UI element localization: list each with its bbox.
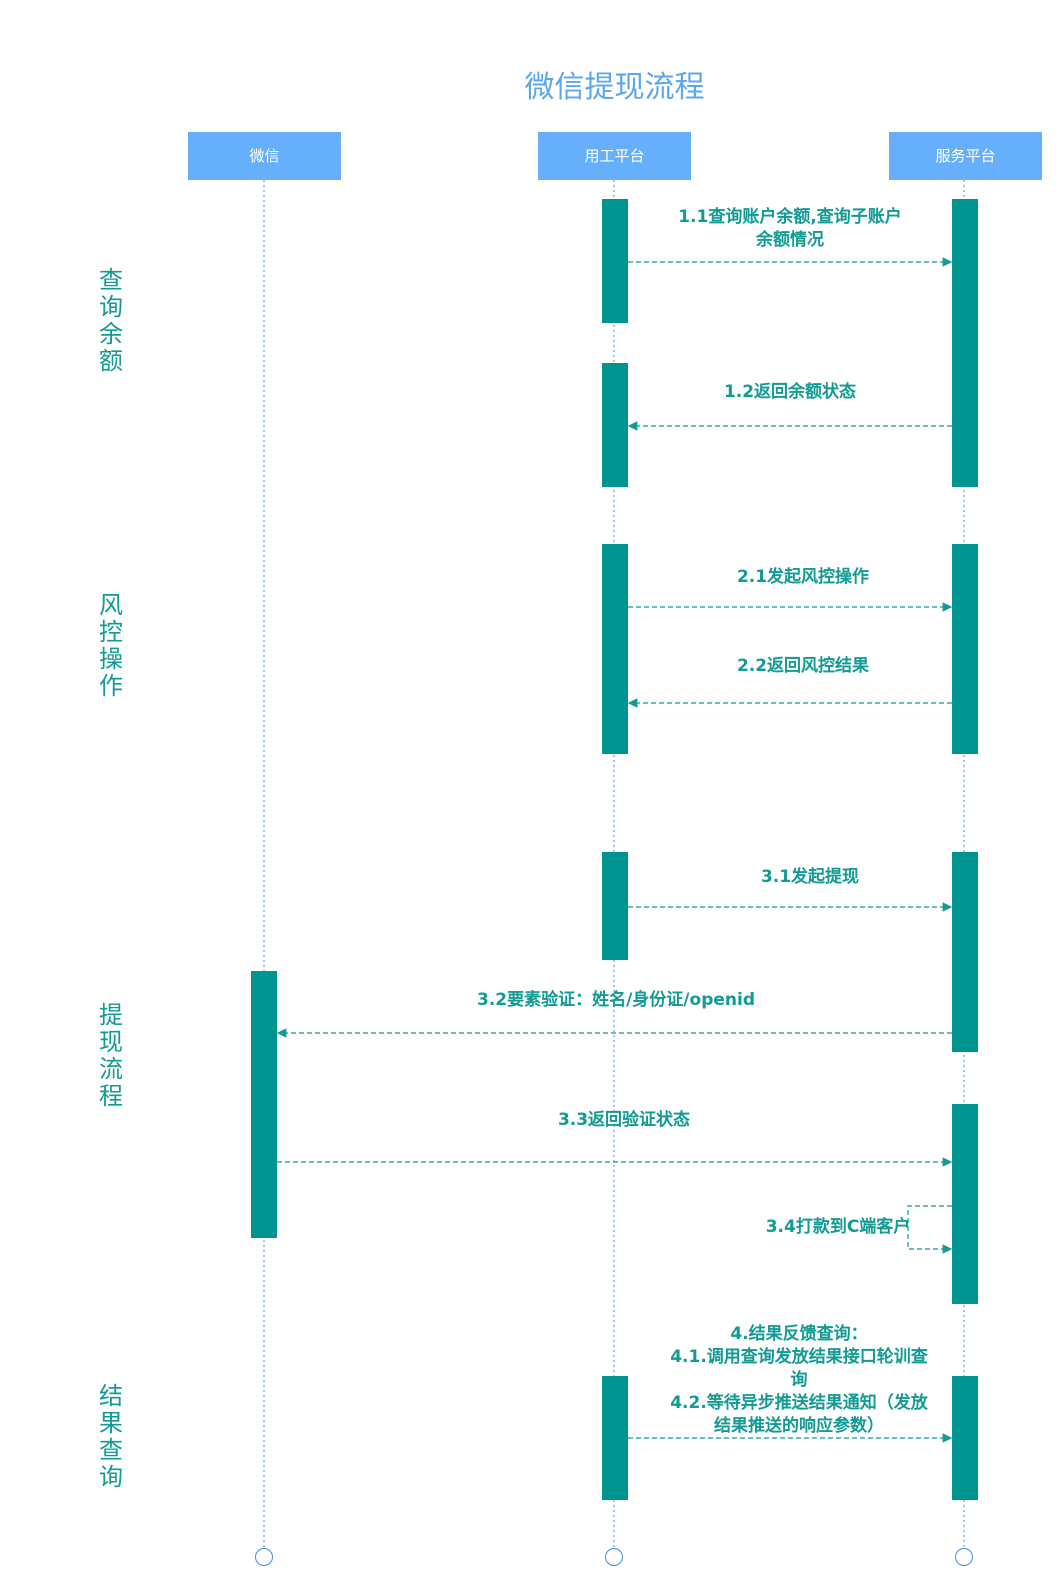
activation-bar [602, 199, 628, 323]
section-char: 余 [99, 320, 123, 348]
section-char: 查 [99, 1436, 123, 1464]
activation-bar [952, 1376, 978, 1500]
message-1-2-label: 1.2返回余额状态 [723, 382, 857, 402]
activation-bar [952, 544, 978, 754]
section-label-result-query: 结果查询 [94, 1383, 128, 1491]
section-char: 操 [99, 645, 123, 673]
section-char: 程 [99, 1082, 123, 1110]
message-line: 1.1查询账户余额,查询子账户 [678, 207, 902, 227]
lifeline-end-service-platform [955, 1548, 973, 1566]
section-char: 控 [99, 618, 123, 646]
lifeline-end-employment-platform [605, 1548, 623, 1566]
message-line: 余额情况 [756, 230, 824, 250]
message-1-1-label: 1.1查询账户余额,查询子账户 余额情况 [640, 206, 940, 252]
message-3-1-label: 3.1发起提现 [760, 867, 860, 887]
activation-bar [952, 852, 978, 1052]
section-char: 现 [99, 1028, 123, 1056]
message-line: 4.结果反馈查询： [730, 1324, 868, 1344]
participant-wechat: 微信 [188, 132, 341, 180]
message-line: 结果推送的响应参数） [714, 1416, 884, 1436]
message-3-3-label: 3.3返回验证状态 [557, 1110, 691, 1130]
arrow-3-4-self [907, 1205, 953, 1254]
activation-bar [602, 363, 628, 487]
section-char: 作 [99, 672, 123, 700]
section-char: 果 [99, 1409, 123, 1437]
section-label-risk-control: 风控操作 [94, 592, 128, 700]
message-line: 4.1.调用查询发放结果接口轮训查 [670, 1347, 928, 1367]
message-3-4-label: 3.4打款到C端客户 [765, 1217, 911, 1237]
message-line: 询 [790, 1370, 808, 1390]
section-char: 询 [99, 293, 123, 321]
section-char: 流 [99, 1055, 123, 1083]
activation-bar [602, 544, 628, 754]
message-2-2-label: 2.2返回风控结果 [736, 656, 870, 676]
section-char: 结 [99, 1382, 123, 1410]
section-label-query-balance: 查询余额 [94, 267, 128, 375]
activation-bar [952, 199, 978, 487]
section-char: 风 [99, 591, 123, 619]
message-4-label: 4.结果反馈查询： 4.1.调用查询发放结果接口轮训查 询 4.2.等待异步推送… [640, 1323, 958, 1438]
message-line: 4.2.等待异步推送结果通知（发放 [670, 1393, 928, 1413]
activation-bar [602, 1376, 628, 1500]
section-label-withdraw-flow: 提现流程 [94, 1002, 128, 1110]
participant-service-platform: 服务平台 [889, 132, 1042, 180]
participant-employment-platform: 用工平台 [538, 132, 691, 180]
section-char: 提 [99, 1001, 123, 1029]
lifeline-end-wechat [255, 1548, 273, 1566]
activation-bar [602, 852, 628, 960]
section-char: 查 [99, 266, 123, 294]
diagram-title: 微信提现流程 [524, 70, 705, 105]
section-char: 额 [99, 347, 123, 375]
message-3-2-label: 3.2要素验证：姓名/身份证/openid [476, 990, 755, 1010]
activation-bar [952, 1104, 978, 1304]
activation-bar [251, 971, 277, 1238]
message-2-1-label: 2.1发起风控操作 [736, 567, 870, 587]
section-char: 询 [99, 1463, 123, 1491]
